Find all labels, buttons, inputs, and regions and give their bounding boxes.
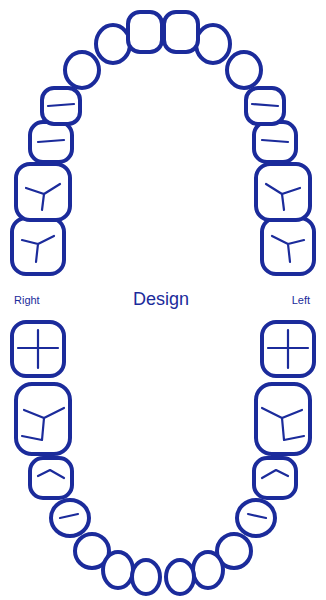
tooth-outline [96, 25, 130, 63]
tooth-groove [268, 330, 308, 368]
tooth-outline [42, 88, 80, 124]
tooth-groove [248, 514, 266, 518]
tooth-outline [166, 560, 194, 594]
tooth-groove [262, 140, 288, 142]
side-label: Right [14, 294, 40, 306]
tooth-groove [22, 408, 64, 440]
tooth-groove [266, 184, 300, 210]
tooth-outline [16, 384, 70, 454]
side-label: Left [292, 294, 310, 306]
tooth-outline [12, 218, 64, 274]
tooth-groove [262, 408, 304, 440]
tooth-groove [22, 236, 54, 262]
tooth-outline [254, 122, 296, 162]
tooth-outline [193, 552, 223, 588]
tooth-groove [38, 470, 64, 478]
tooth-outline [254, 458, 296, 498]
tooth-outline [262, 322, 314, 376]
tooth-outline [30, 458, 72, 498]
tooth-outline [256, 164, 310, 220]
tooth-outline [132, 560, 160, 594]
tooth-groove [38, 140, 64, 142]
tooth-groove [272, 236, 304, 262]
tooth-groove [26, 184, 60, 210]
tooth-outline [256, 384, 310, 454]
tooth-groove [252, 104, 278, 106]
tooth-groove [262, 470, 288, 478]
tooth-groove [48, 104, 74, 106]
chart-title-label: Design [133, 290, 189, 310]
tooth-groove [60, 514, 78, 518]
tooth-outline [65, 52, 99, 88]
tooth-outline [164, 12, 198, 52]
tooth-outline [128, 12, 162, 52]
tooth-outline [12, 322, 64, 376]
tooth-outline [16, 164, 70, 220]
tooth-outline [103, 552, 133, 588]
tooth-outline [30, 122, 72, 162]
tooth-groove [18, 330, 58, 368]
tooth-outline [227, 52, 261, 88]
tooth-outline [262, 218, 314, 274]
tooth-outline [51, 500, 89, 536]
tooth-outline [237, 500, 275, 536]
tooth-outline [196, 25, 230, 63]
tooth-outline [246, 88, 284, 124]
